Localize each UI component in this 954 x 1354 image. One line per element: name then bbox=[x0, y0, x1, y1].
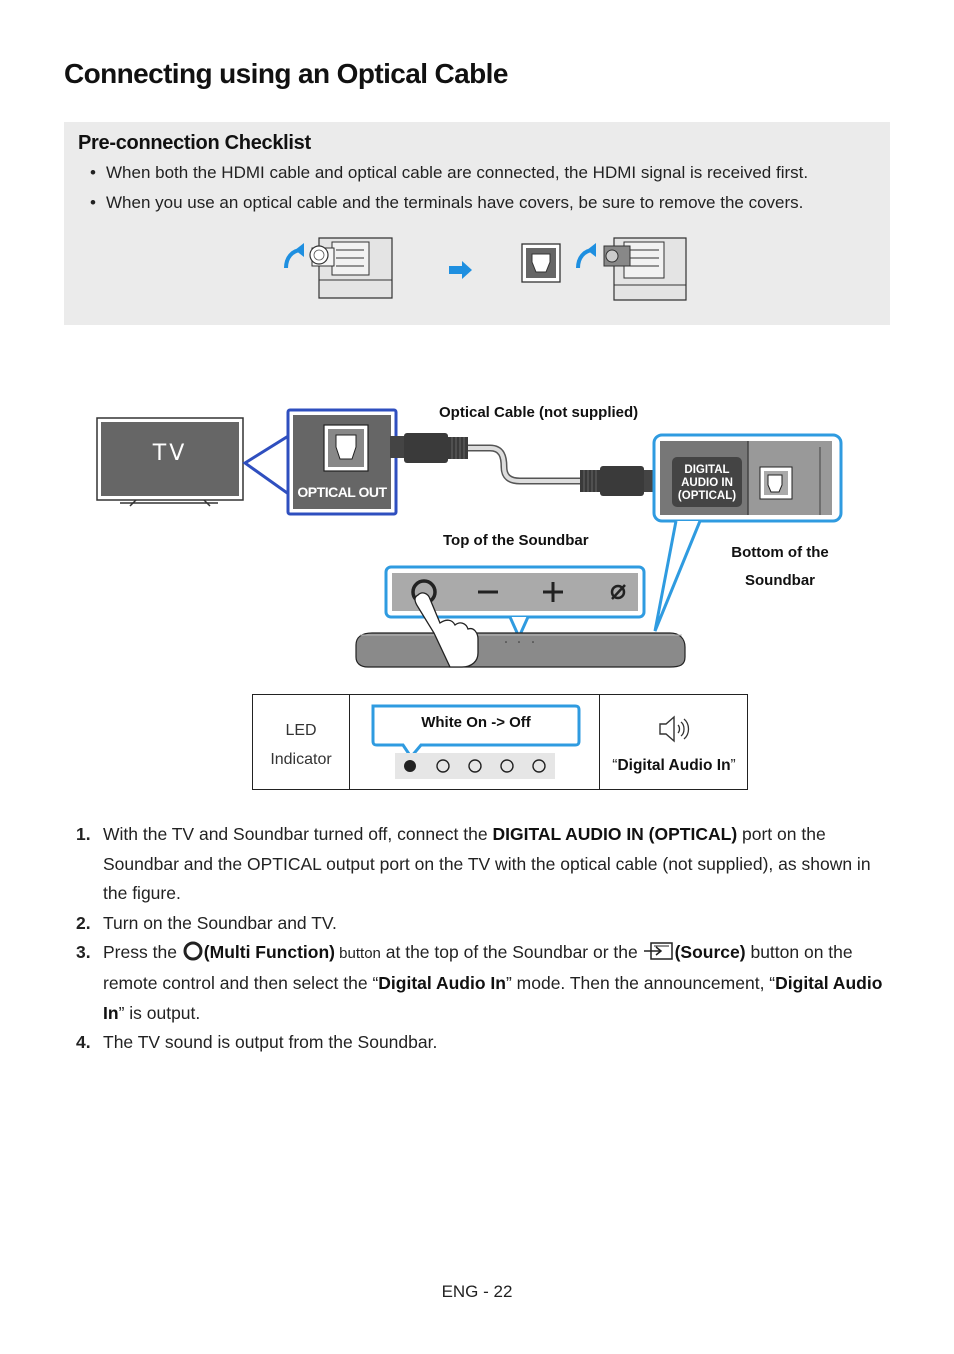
led-dot-off bbox=[436, 759, 450, 773]
step-4: 4. The TV sound is output from the Sound… bbox=[76, 1028, 896, 1058]
led-indicator-table: LED Indicator White On -> Off “Digital A… bbox=[252, 694, 748, 790]
quote-close: ” bbox=[730, 757, 736, 774]
mic-off-icon bbox=[610, 584, 626, 600]
checklist-title: Pre-connection Checklist bbox=[78, 132, 311, 154]
step-bold-text: Digital Audio In bbox=[378, 972, 506, 993]
checklist-bullet-text: When both the HDMI cable and optical cab… bbox=[106, 163, 809, 182]
port-label-line: AUDIO IN bbox=[681, 477, 733, 489]
top-of-soundbar-label: Top of the Soundbar bbox=[443, 532, 589, 549]
step-bold-text: (Source) bbox=[674, 942, 746, 963]
led-dot-off bbox=[532, 759, 546, 773]
checklist-bullet-text: When you use an optical cable and the te… bbox=[106, 193, 804, 212]
bottom-of-soundbar-label: Bottom of the Soundbar bbox=[710, 539, 850, 595]
optical-out-port-icon bbox=[323, 424, 369, 472]
cover-removal-illustration bbox=[284, 237, 687, 301]
hand-press-icon bbox=[414, 592, 479, 668]
digital-audio-in-port-label: DIGITAL AUDIO IN (OPTICAL) bbox=[672, 464, 742, 503]
multi-function-icon bbox=[183, 941, 203, 961]
bottom-label-line: Soundbar bbox=[745, 572, 815, 589]
speaker-icon bbox=[659, 715, 690, 743]
led-dot-off bbox=[468, 759, 482, 773]
step-bold-text: DIGITAL AUDIO IN (OPTICAL) bbox=[492, 824, 738, 844]
step-bold-text: (Multi Function) bbox=[203, 942, 336, 963]
optical-out-label: OPTICAL OUT bbox=[297, 484, 387, 500]
step-text: ” mode. Then the announcement, “ bbox=[505, 972, 776, 993]
cable-label: Optical Cable (not supplied) bbox=[439, 404, 639, 421]
step-2: 2. Turn on the Soundbar and TV. bbox=[76, 909, 896, 939]
bottom-label-line: Bottom of the bbox=[731, 544, 829, 561]
step-1: 1. With the TV and Soundbar turned off, … bbox=[76, 820, 896, 909]
led-status-graphic bbox=[371, 704, 581, 779]
port-cover-opened-illustration bbox=[603, 237, 687, 301]
announcement-mode: Digital Audio In bbox=[617, 757, 731, 774]
instruction-steps: 1. With the TV and Soundbar turned off, … bbox=[76, 820, 896, 1058]
digital-audio-in-port-icon bbox=[759, 466, 793, 500]
step-text: button on the remote control and then se… bbox=[103, 942, 853, 993]
step-number: 4. bbox=[76, 1032, 91, 1053]
checklist-panel: Pre-connection Checklist •When both the … bbox=[64, 122, 890, 325]
step-text: The TV sound is output from the Soundbar… bbox=[103, 1032, 438, 1053]
port-label-line: DIGITAL bbox=[684, 464, 730, 476]
led-indicator-label: LED Indicator bbox=[253, 716, 349, 774]
soundbar-illustration bbox=[355, 632, 686, 668]
led-label-line: Indicator bbox=[270, 751, 332, 768]
page-footer: ENG - 22 bbox=[441, 1282, 513, 1301]
step-bold-text: Digital Audio In bbox=[103, 972, 883, 1023]
port-label-line: (OPTICAL) bbox=[677, 490, 737, 502]
tv-label: TV bbox=[152, 441, 188, 466]
step-text: Turn on the Soundbar and TV. bbox=[103, 912, 337, 933]
step-text: at the top of the Soundbar or the bbox=[380, 942, 643, 963]
tv-illustration bbox=[96, 417, 244, 507]
optical-port-icon bbox=[521, 243, 561, 283]
optical-cable bbox=[390, 433, 660, 496]
led-dot-on bbox=[404, 760, 416, 772]
checklist-bullet: •When both the HDMI cable and optical ca… bbox=[90, 163, 809, 182]
step-number: 2. bbox=[76, 912, 91, 933]
digital-audio-in-announcement: “Digital Audio In” bbox=[599, 757, 749, 775]
checklist-bullet: •When you use an optical cable and the t… bbox=[90, 193, 804, 212]
volume-up-icon bbox=[543, 582, 563, 602]
step-text: port on the Soundbar and the OPTICAL out… bbox=[103, 824, 871, 904]
step-text: ” is output. bbox=[118, 1002, 201, 1023]
step-number: 3. bbox=[76, 942, 91, 963]
step-3: 3. Press the (Multi Function) button at … bbox=[76, 938, 896, 1028]
source-icon bbox=[643, 942, 673, 961]
step-text: With the TV and Soundbar turned off, con… bbox=[103, 824, 493, 844]
connection-diagram bbox=[96, 408, 843, 668]
step-number: 1. bbox=[76, 824, 91, 844]
quote-open: “ bbox=[612, 757, 618, 774]
led-dot-off bbox=[500, 759, 514, 773]
led-label-line: LED bbox=[285, 722, 317, 739]
arrow-right-icon bbox=[449, 261, 472, 279]
page-title: Connecting using an Optical Cable bbox=[64, 58, 508, 89]
led-status-text: White On -> Off bbox=[421, 714, 531, 731]
port-with-cover-illustration bbox=[309, 237, 393, 299]
step-text: Press the bbox=[103, 942, 182, 963]
step-text-small: button bbox=[335, 945, 381, 963]
